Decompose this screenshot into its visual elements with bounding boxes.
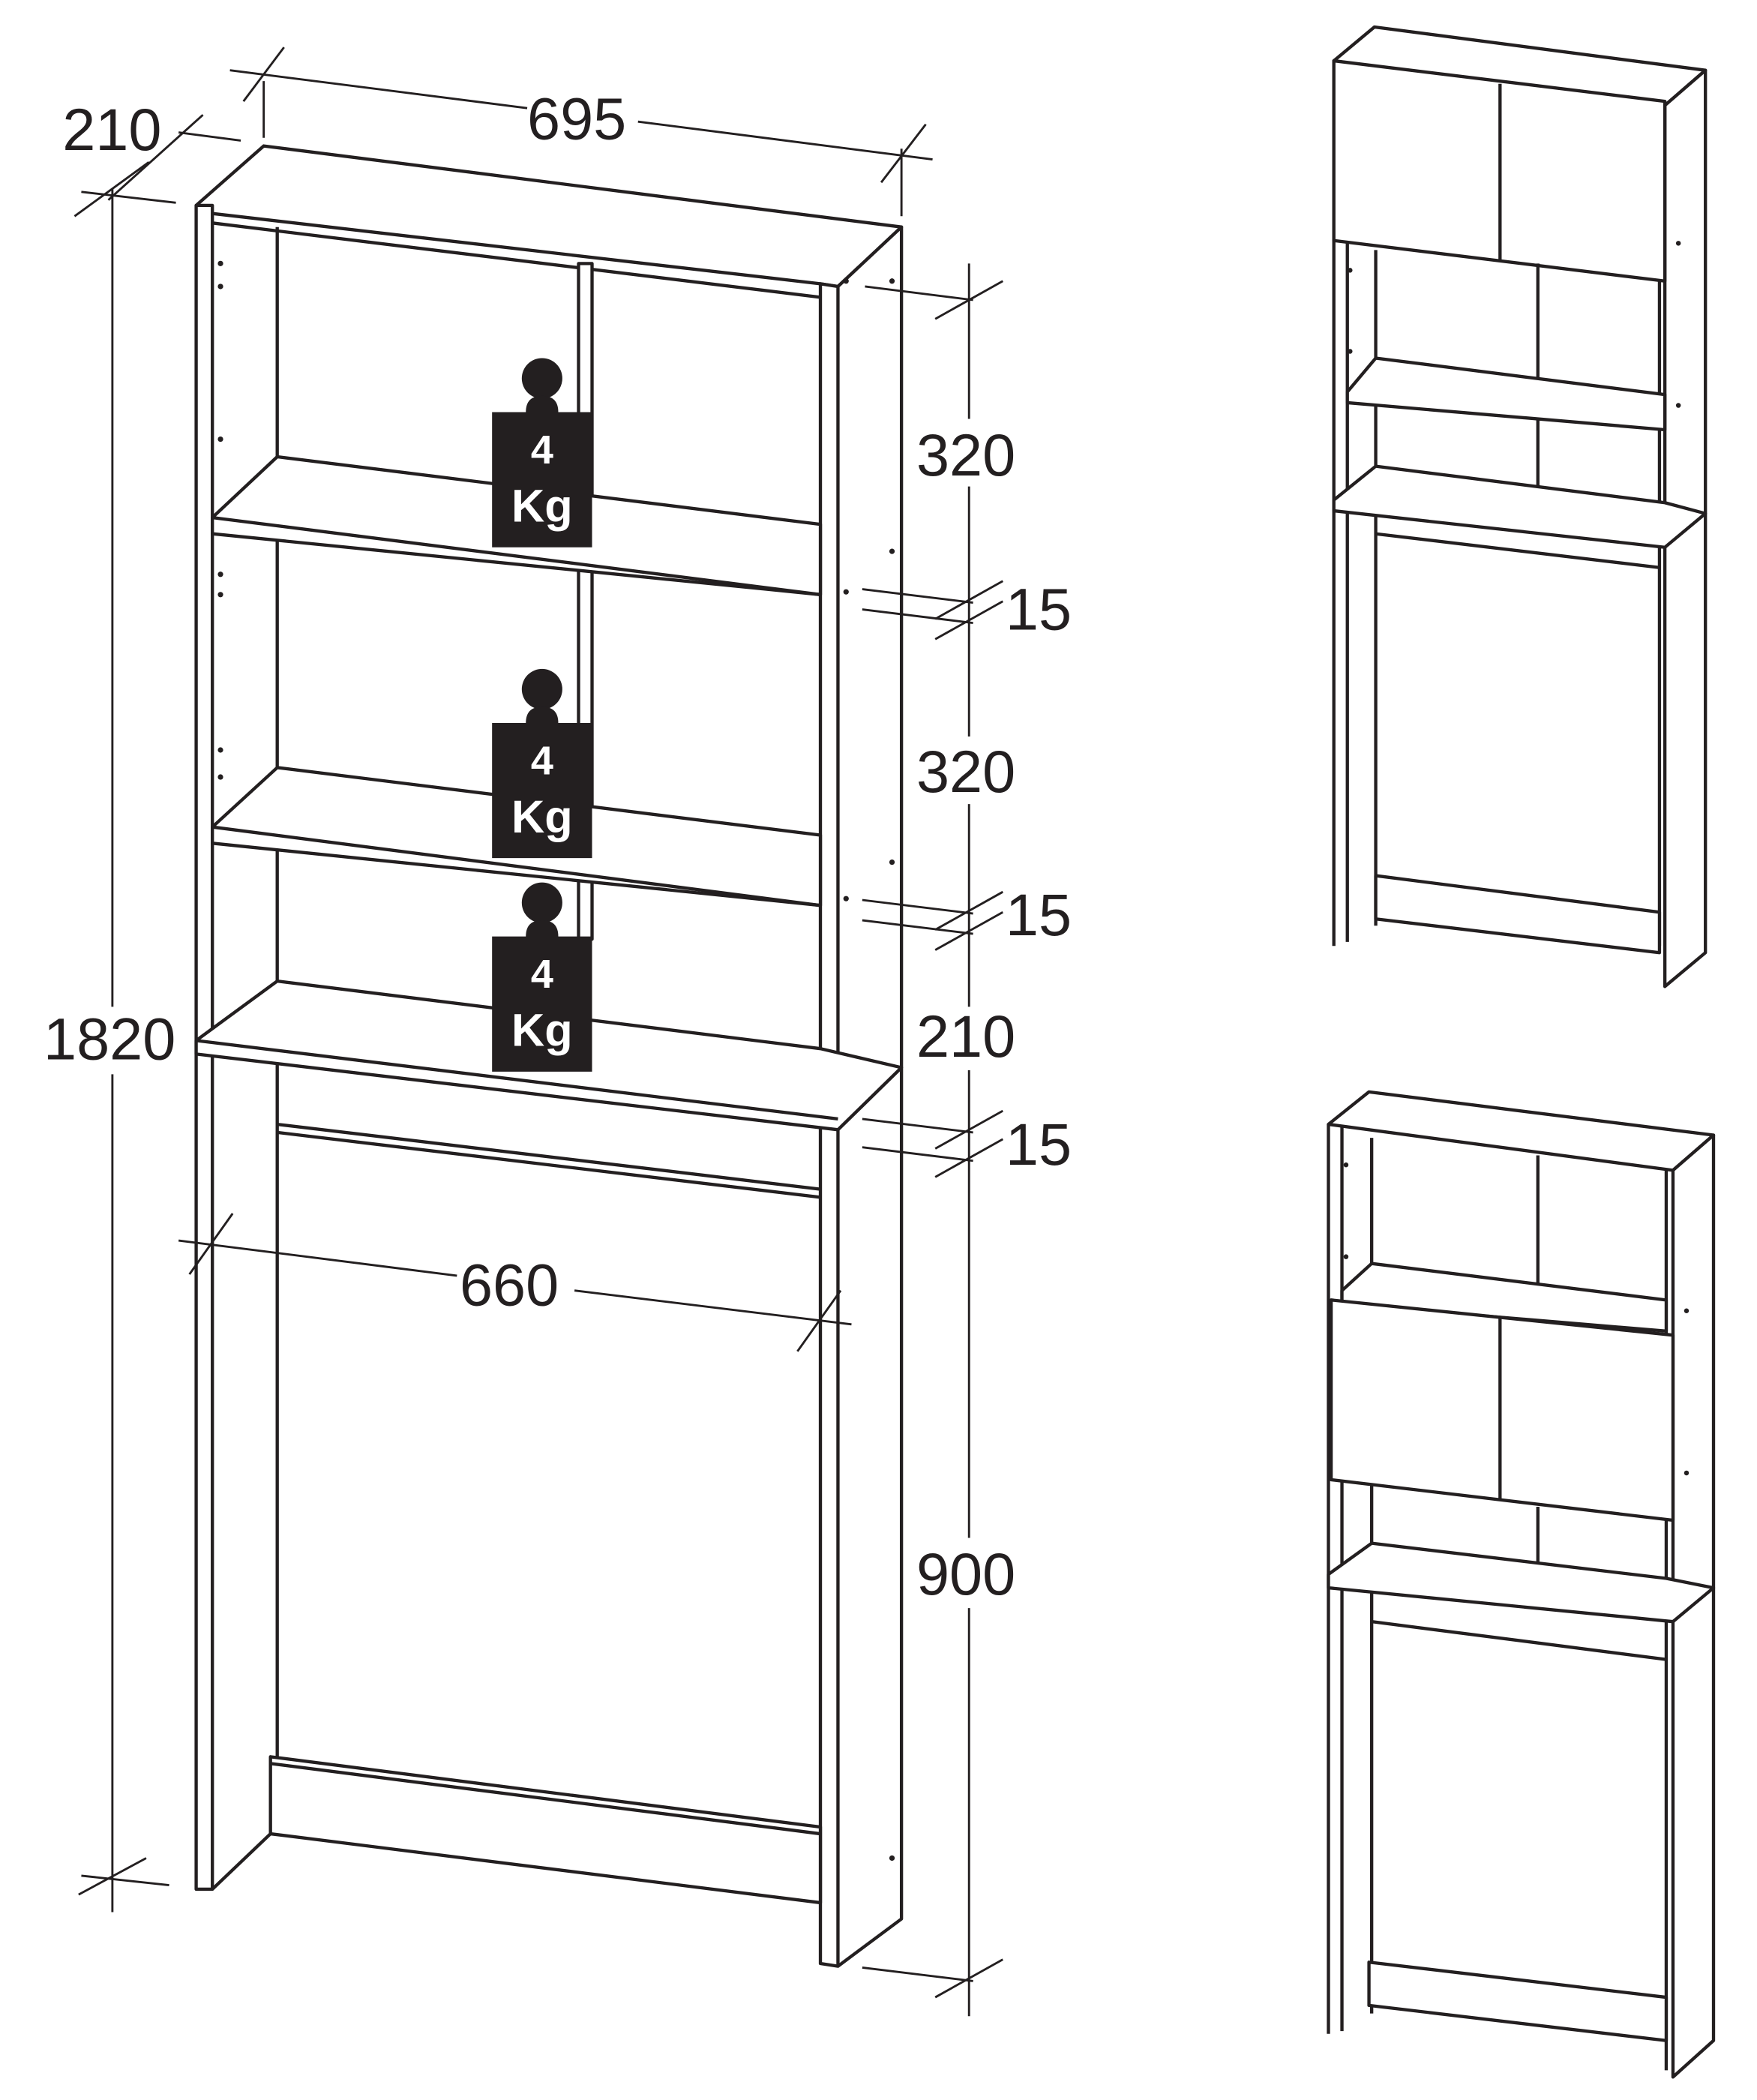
dim-shelf-2: 15 — [1006, 881, 1072, 948]
weight-unit: Kg — [511, 1005, 573, 1056]
dim-total-width: 695 — [527, 86, 626, 152]
weight-badge-1: 4 Kg — [492, 358, 592, 548]
weight-unit: Kg — [511, 791, 573, 842]
weight-unit: Kg — [511, 480, 573, 531]
dim-total-height: 1820 — [43, 1006, 175, 1072]
dim-depth: 210 — [62, 96, 161, 163]
lower-rail — [277, 1122, 821, 1191]
dim-shelf-3: 15 — [1006, 1111, 1072, 1178]
weight-badge-3: 4 Kg — [492, 882, 592, 1072]
plinth — [268, 1755, 823, 1905]
weight-badge-2: 4 Kg — [492, 668, 592, 859]
dim-compartment-1: 320 — [916, 422, 1015, 488]
weight-value: 4 — [531, 428, 553, 472]
weight-value: 4 — [531, 738, 553, 783]
dowel-holes — [217, 260, 895, 1862]
variant-doors-middle — [1327, 1090, 1716, 2079]
dimension-lines — [73, 46, 1003, 2017]
weight-value: 4 — [531, 952, 553, 997]
variant-doors-top — [1332, 25, 1708, 988]
dim-shelf-1: 15 — [1006, 576, 1072, 643]
dim-inner-width: 660 — [460, 1252, 559, 1318]
dim-base-height: 900 — [916, 1540, 1015, 1607]
door-panel — [1329, 1298, 1675, 1522]
dim-compartment-3: 210 — [916, 1003, 1015, 1070]
dim-compartment-2: 320 — [916, 738, 1015, 805]
